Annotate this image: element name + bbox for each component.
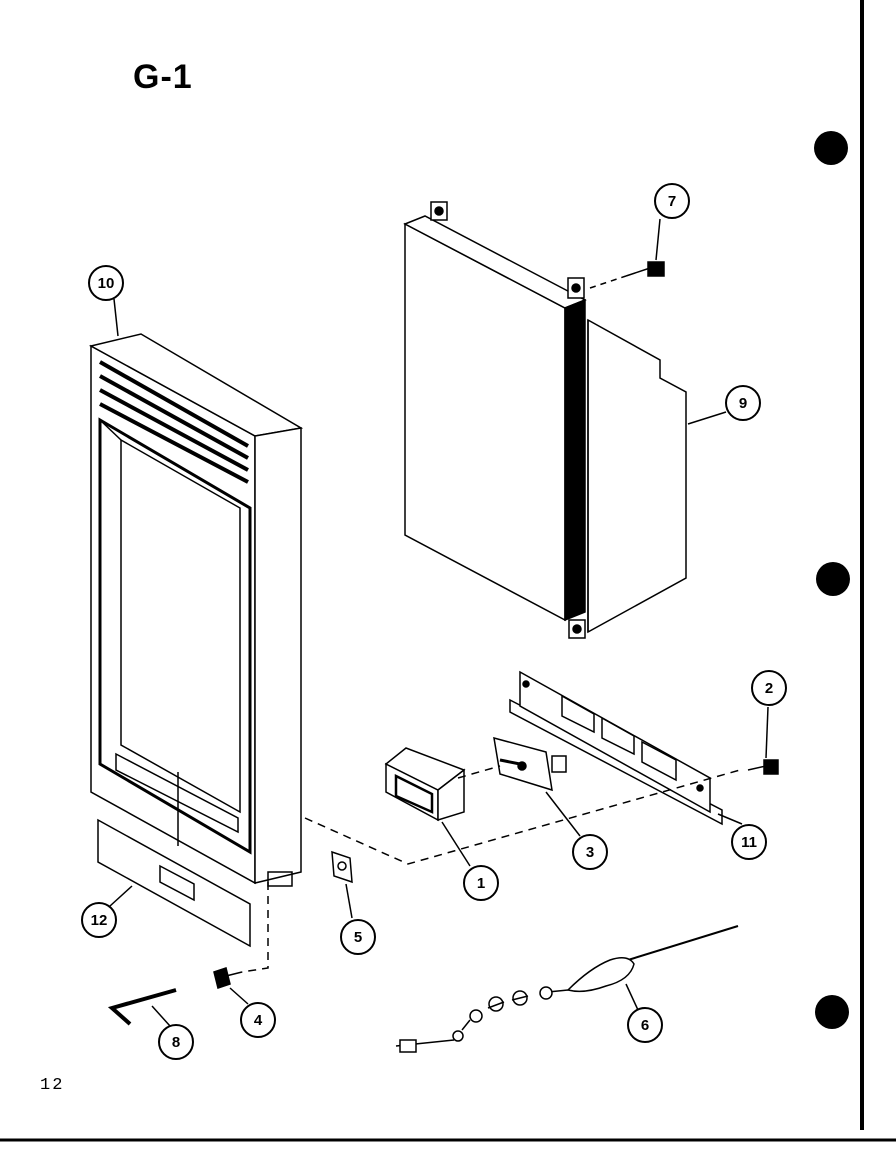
callout-7: 7 — [654, 183, 690, 219]
callout-10-label: 10 — [98, 275, 115, 292]
nameplate-part — [97, 818, 251, 948]
front-frame-part — [88, 333, 304, 887]
callout-1-label: 1 — [477, 875, 485, 892]
screw-part-4 — [213, 967, 243, 989]
screw-part-7 — [589, 261, 665, 289]
punch-hole-top — [814, 131, 848, 165]
callout-5: 5 — [340, 919, 376, 955]
callout-9: 9 — [725, 385, 761, 421]
callout-8-label: 8 — [172, 1034, 180, 1051]
callout-6: 6 — [627, 1007, 663, 1043]
clip-part-5 — [331, 850, 353, 884]
callout-4-label: 4 — [254, 1012, 263, 1029]
callout-2: 2 — [751, 670, 787, 706]
callout-3: 3 — [572, 834, 608, 870]
hex-key-part — [107, 988, 177, 1026]
page-title: G-1 — [133, 58, 193, 96]
cabinet-box-part — [403, 201, 687, 639]
callout-12-label: 12 — [91, 912, 108, 929]
callout-12: 12 — [81, 902, 117, 938]
thermostat-probe-part — [395, 925, 739, 1053]
callout-2-label: 2 — [765, 680, 773, 697]
callout-10: 10 — [88, 265, 124, 301]
switch-part-3 — [493, 736, 567, 792]
callout-11: 11 — [731, 824, 767, 860]
assembly-lines — [241, 765, 741, 973]
callout-5-label: 5 — [354, 929, 362, 946]
callout-8: 8 — [158, 1024, 194, 1060]
callout-1: 1 — [463, 865, 499, 901]
callout-4: 4 — [240, 1002, 276, 1038]
callout-9-label: 9 — [739, 395, 747, 412]
callout-11-label: 11 — [741, 834, 757, 851]
housing-part-1 — [384, 747, 466, 822]
punch-hole-middle — [816, 562, 850, 596]
leader-lines — [109, 218, 769, 1027]
callout-6-label: 6 — [641, 1017, 649, 1034]
screw-part-2 — [747, 759, 779, 775]
callout-3-label: 3 — [586, 844, 594, 861]
page-number: 12 — [40, 1076, 65, 1095]
callout-7-label: 7 — [668, 193, 676, 210]
punch-hole-bottom — [815, 995, 849, 1029]
mounting-rail-part — [509, 670, 723, 826]
